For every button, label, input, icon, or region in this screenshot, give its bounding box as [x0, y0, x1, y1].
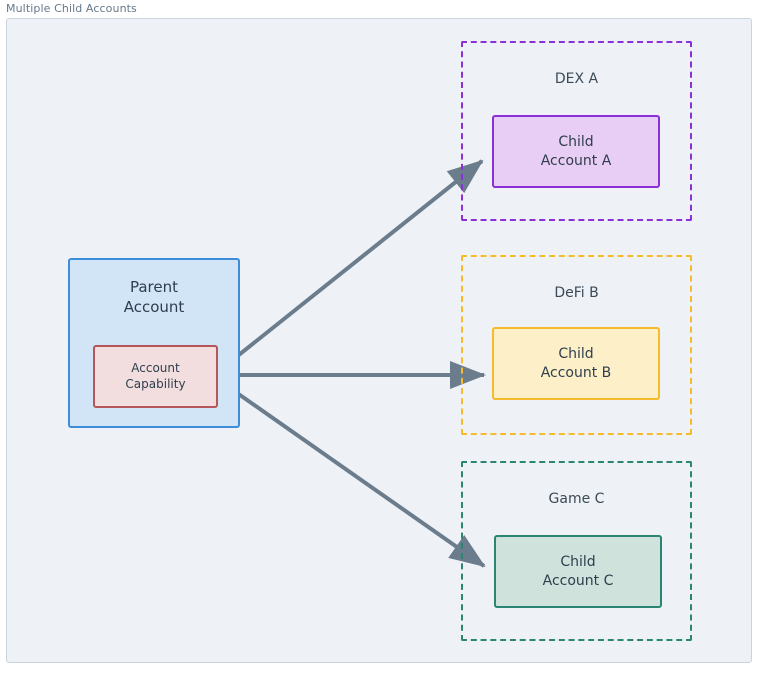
child-account-b-label-line2: Account B	[540, 364, 612, 381]
child-account-b-node[interactable]: Child Account B	[492, 327, 660, 400]
cluster-game-c: Game C	[461, 461, 692, 641]
cluster-defi-b-label: DeFi B	[554, 285, 599, 301]
account-capability-label-line2: Capability	[125, 376, 186, 391]
child-account-a-node[interactable]: Child Account A	[492, 115, 660, 188]
child-account-a-label-line1: Child	[558, 134, 594, 151]
diagram-title: Multiple Child Accounts	[6, 2, 137, 15]
cluster-defi-b: DeFi B	[461, 255, 692, 435]
parent-account-label-line1: Parent	[129, 278, 179, 296]
child-account-c-node[interactable]: Child Account C	[494, 535, 662, 608]
account-capability-node[interactable]: Account Capability	[93, 345, 218, 408]
child-account-b-label-line1: Child	[558, 346, 594, 363]
account-capability-label-line1: Account	[131, 360, 180, 375]
cluster-dex-a: DEX A	[461, 41, 692, 221]
cluster-game-c-label: Game C	[548, 491, 605, 507]
parent-account-label-line2: Account	[123, 297, 185, 316]
cluster-dex-a-label: DEX A	[554, 71, 599, 87]
child-account-c-label-line2: Account C	[542, 572, 614, 589]
child-account-c-label-line1: Child	[560, 554, 596, 571]
child-account-a-label-line2: Account A	[540, 152, 612, 169]
